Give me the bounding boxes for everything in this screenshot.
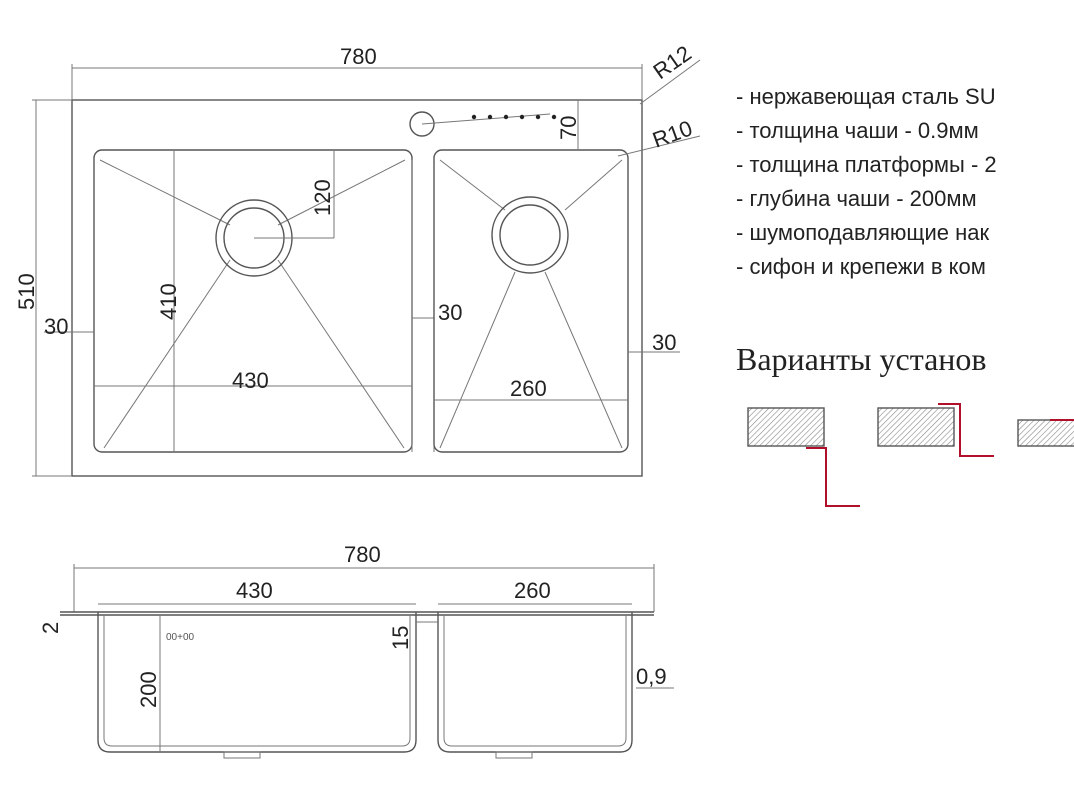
- side-dim-right-bowl: 260: [514, 578, 551, 603]
- tap-hole: [409, 111, 435, 137]
- install-variant-flush: [877, 403, 994, 457]
- dim-right-bowl-width: 260: [510, 376, 547, 401]
- install-variant-undermount: [747, 407, 860, 507]
- dim-depth: 510: [14, 273, 39, 310]
- side-view: 780 430 260 2 200 15 0,9 00+00: [38, 542, 674, 759]
- side-dim-sheet: 0,9: [636, 664, 667, 689]
- dim-width: 780: [340, 44, 377, 69]
- spec-item: - шумоподавляющие нак: [736, 220, 989, 245]
- dim-middle-margin: 30: [438, 300, 462, 325]
- side-dim-width: 780: [344, 542, 381, 567]
- dim-left-margin: 30: [44, 314, 68, 339]
- install-heading: Варианты установ: [736, 341, 987, 377]
- right-bowl-side: [437, 612, 633, 753]
- spec-item: - сифон и крепежи в ком: [736, 254, 986, 279]
- side-dim-left-bowl: 430: [236, 578, 273, 603]
- dim-tap-offset: 70: [556, 116, 581, 140]
- spec-item: - глубина чаши - 200мм: [736, 186, 977, 211]
- side-dim-platform: 2: [38, 622, 63, 634]
- dim-right-margin: 30: [652, 330, 676, 355]
- dim-r10: R10: [649, 115, 695, 152]
- spec-list: - нержавеющая сталь SU - толщина чаши - …: [736, 84, 997, 279]
- side-small-mark: 00+00: [166, 632, 195, 643]
- top-view: 780 R12 R10 510 70 120 410 30 30 30 430 …: [14, 40, 701, 477]
- spec-item: - толщина чаши - 0.9мм: [736, 118, 979, 143]
- side-dim-bowl-depth: 200: [136, 671, 161, 708]
- install-variant-overmount: [1017, 419, 1074, 447]
- spec-item: - толщина платформы - 2: [736, 152, 997, 177]
- dim-left-bowl-length: 410: [156, 283, 181, 320]
- dim-r12: R12: [649, 40, 696, 84]
- platform-outline: [71, 99, 643, 477]
- side-dim-divider: 15: [388, 626, 413, 650]
- left-bowl: [93, 149, 413, 453]
- spec-item: - нержавеющая сталь SU: [736, 84, 996, 109]
- dim-left-bowl-width: 430: [232, 368, 269, 393]
- right-drain: [491, 196, 569, 274]
- right-bowl: [433, 149, 629, 453]
- dim-drain-offset: 120: [310, 179, 335, 216]
